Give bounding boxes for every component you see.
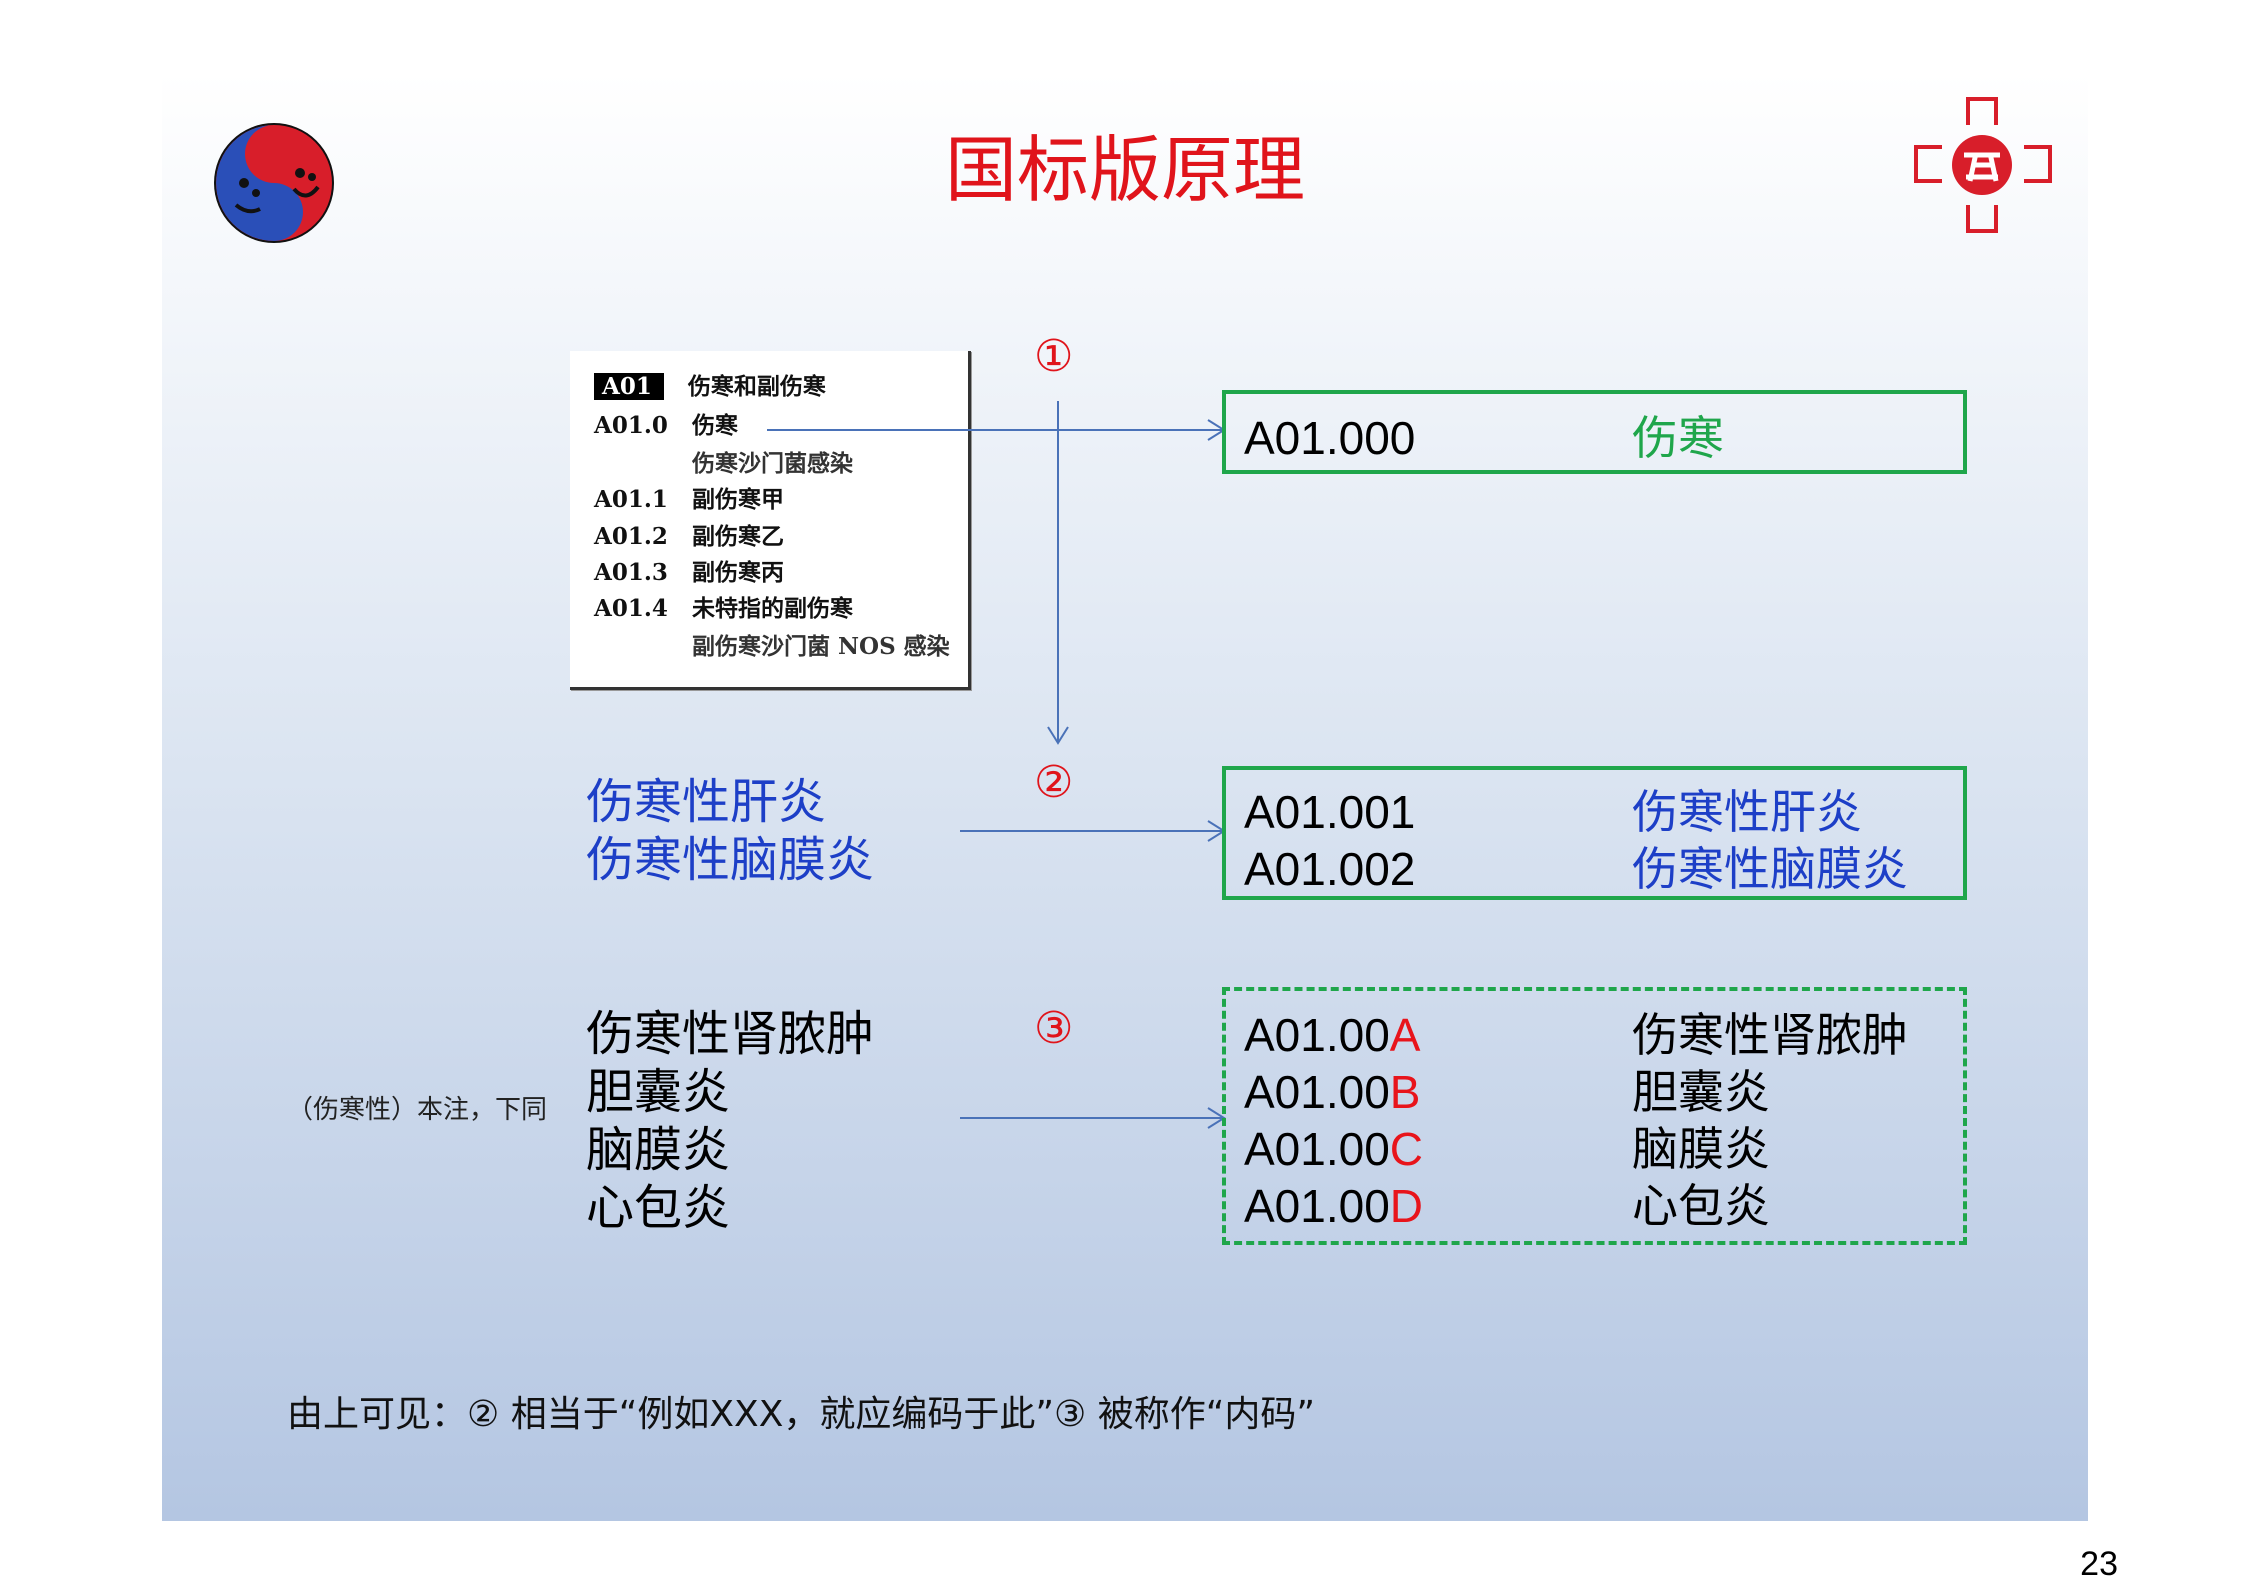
code-box-1: A01.000 伤寒 — [1222, 390, 1967, 474]
code-name: 伤寒性肾脓肿 — [1632, 1009, 1908, 1061]
arrow-to-box1 — [767, 419, 1226, 441]
arrow-to-box2 — [960, 820, 1226, 842]
code-box-2: A01.001 伤寒性肝炎 A01.002 伤寒性脑膜炎 — [1222, 766, 1967, 900]
code-suffix: D — [1389, 1180, 1424, 1232]
arrow-to-box3 — [960, 1107, 1226, 1129]
code-value: A01.001 — [1244, 786, 1416, 838]
code-name: 脑膜炎 — [1632, 1123, 1770, 1175]
ref-row-sub: 伤寒沙门菌感染 — [692, 450, 853, 477]
slide-title: 国标版原理 — [944, 128, 1305, 212]
page-number: 23 — [2080, 1545, 2118, 1583]
term: 胆囊炎 — [586, 1064, 731, 1120]
summary-text: 由上可见：② 相当于“例如XXX，就应编码于此”③ 被称作“内码” — [287, 1394, 1316, 1435]
arrow-down — [1047, 401, 1069, 745]
term: 伤寒性肝炎 — [586, 774, 827, 830]
term: 伤寒性肾脓肿 — [586, 1006, 875, 1062]
term: 伤寒性脑膜炎 — [586, 832, 875, 888]
code-name: 伤寒 — [1632, 412, 1724, 464]
ref-row-sub: 副伤寒沙门菌 NOS 感染 — [692, 633, 950, 660]
term: 心包炎 — [586, 1180, 731, 1236]
red-cross-logo-icon — [1914, 97, 2052, 233]
marker-one: ① — [1034, 331, 1074, 382]
code-suffix: B — [1389, 1066, 1421, 1118]
code-name: 心包炎 — [1632, 1180, 1770, 1232]
term: 脑膜炎 — [586, 1122, 731, 1178]
marker-two: ② — [1034, 757, 1074, 808]
code-value: A01.002 — [1244, 843, 1416, 895]
code-row: A01.000 伤寒 — [1244, 402, 1724, 468]
code-name: 胆囊炎 — [1632, 1066, 1770, 1118]
code-row: A01.002 伤寒性脑膜炎 — [1244, 833, 1908, 899]
yin-yang-logo-icon — [214, 123, 334, 243]
code-row: A01.001 伤寒性肝炎 — [1244, 776, 1862, 842]
example-terms: 伤寒性肝炎 伤寒性脑膜炎 — [586, 773, 874, 889]
code-suffix: C — [1389, 1123, 1424, 1175]
annotation-note: （伤寒性）本注，下同 — [287, 1095, 548, 1125]
code-name: 伤寒性肝炎 — [1632, 786, 1862, 838]
code-value: A01.000 — [1244, 412, 1416, 464]
marker-three: ③ — [1034, 1003, 1074, 1054]
code-name: 伤寒性脑膜炎 — [1632, 843, 1908, 895]
inner-code-terms: 伤寒性肾脓肿 胆囊炎 脑膜炎 心包炎 — [586, 1005, 874, 1237]
code-suffix: A — [1389, 1009, 1421, 1061]
